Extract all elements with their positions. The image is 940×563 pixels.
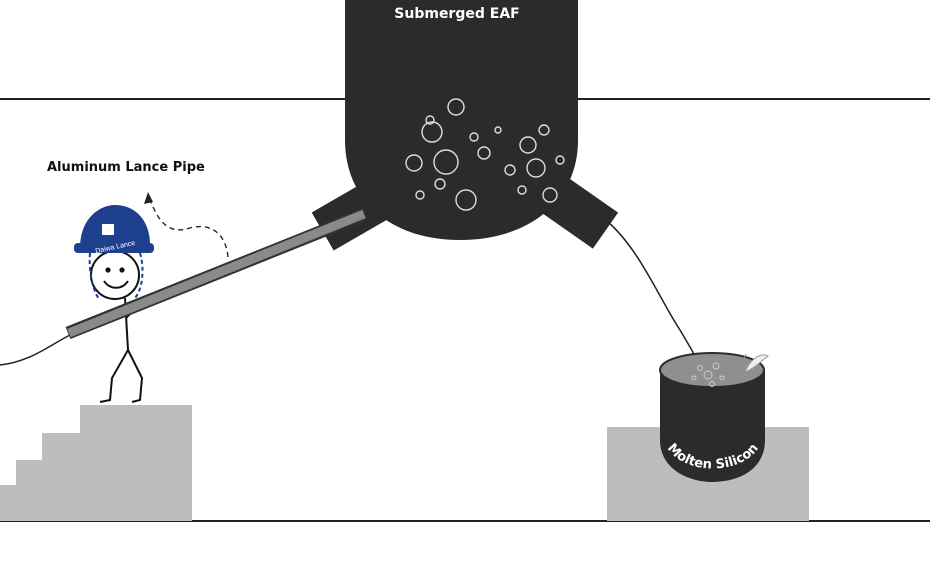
arrowhead-icon	[144, 192, 153, 204]
bubble	[538, 124, 550, 136]
bubble	[433, 149, 459, 175]
furnace-title: Submerged EAF	[394, 6, 519, 22]
lance-pipe-label: Aluminum Lance Pipe	[47, 160, 205, 175]
helmet-logo	[102, 224, 114, 235]
submerged-eaf-body	[345, 0, 578, 240]
bubble	[494, 126, 502, 134]
bubble	[469, 132, 479, 142]
bubble	[425, 115, 435, 125]
bubble	[434, 178, 446, 190]
label-pointer-arrow	[149, 199, 229, 258]
bubble	[504, 164, 516, 176]
bubble	[477, 146, 491, 160]
bubble	[421, 121, 443, 143]
bubble	[555, 155, 565, 165]
lance-pipe-fill	[67, 209, 366, 338]
lance-hose	[0, 334, 71, 366]
splash-icon	[741, 353, 769, 373]
bubble	[517, 185, 527, 195]
hard-hat: Daiwa Lance	[74, 205, 154, 301]
bubble	[455, 189, 477, 211]
furnace-bubbles	[405, 98, 565, 211]
crucible-body	[660, 370, 765, 482]
bubble	[526, 158, 546, 178]
bubble	[542, 187, 558, 203]
stairs	[0, 405, 192, 521]
melt-bubbles	[691, 362, 725, 387]
bubble	[415, 190, 425, 200]
bubble	[447, 98, 465, 116]
bubble	[405, 154, 423, 172]
bubble	[519, 136, 537, 154]
